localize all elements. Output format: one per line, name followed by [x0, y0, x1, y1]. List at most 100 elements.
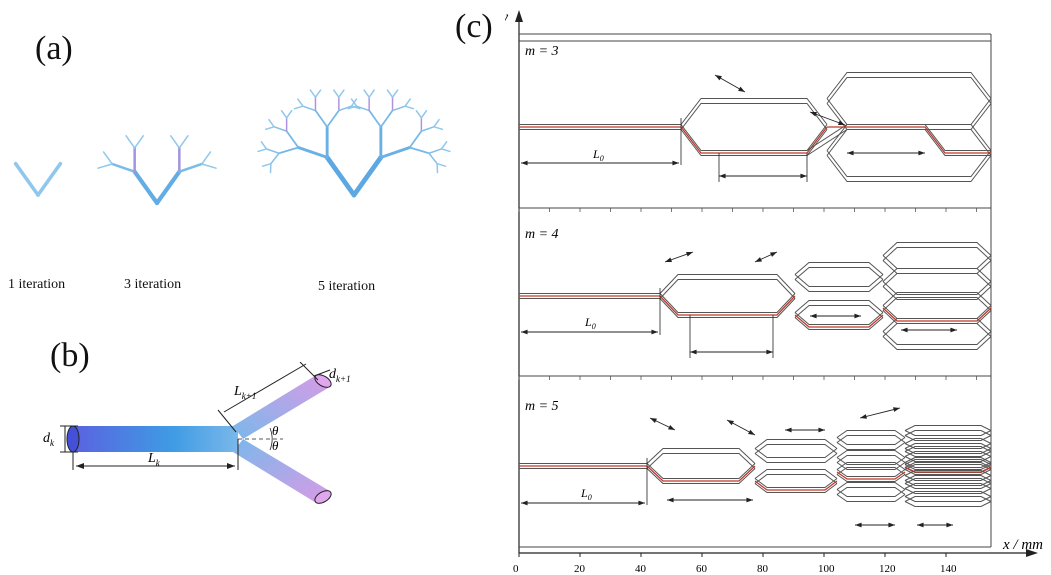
tree-branch	[169, 135, 181, 149]
tree-branch	[132, 169, 160, 206]
m5-label: m = 5	[525, 399, 559, 414]
tree-branch	[326, 109, 340, 128]
tube-end	[66, 425, 80, 453]
tree-1	[13, 161, 63, 268]
tree-branch	[404, 105, 415, 110]
upper-branch-end	[314, 374, 332, 388]
tree-branch	[302, 105, 317, 112]
tree-branch	[436, 162, 447, 167]
layout-m4: L0	[519, 242, 992, 358]
tree-label-1: 1 iteration	[8, 277, 66, 292]
tree-branch	[391, 105, 406, 112]
branch-unit-diagram: dk Lk Lk+1 dk+1 θ θ	[43, 362, 351, 504]
tree-branch	[154, 169, 182, 206]
layout-m5: L0	[519, 407, 992, 528]
theta-lower: θ	[272, 438, 279, 453]
tree-branch	[178, 162, 204, 173]
tree-branch	[309, 89, 317, 98]
tree-branch	[297, 98, 304, 107]
tree-branch	[268, 118, 275, 128]
tree-branch	[110, 162, 136, 173]
tree-branch	[440, 141, 448, 150]
lower-branch-end	[314, 490, 332, 504]
tree-branch	[293, 105, 304, 110]
tree-branch	[257, 148, 268, 153]
tree-branch	[201, 163, 217, 169]
tree-branch	[391, 89, 399, 98]
tree-branch	[13, 161, 40, 197]
L0-label: L0	[584, 315, 596, 331]
tree-branch	[408, 146, 430, 155]
dk1-label: dk+1	[329, 367, 351, 384]
tree-branch	[314, 89, 322, 98]
tree-branch	[280, 109, 288, 119]
x-tick-label: 140	[940, 563, 957, 575]
x-tick-label: 100	[818, 563, 835, 575]
tree-branch	[260, 141, 268, 150]
x-tick-label: 0	[513, 563, 519, 575]
lk1-label: Lk+1	[233, 384, 256, 401]
tree-3	[97, 135, 217, 269]
tree-branch	[273, 126, 288, 132]
tree-branch	[178, 135, 189, 149]
tree-branch	[428, 152, 438, 165]
panel-label-b: (b)	[50, 337, 90, 374]
lower-branch	[233, 439, 328, 504]
tree-branch	[102, 151, 113, 165]
tree-branch	[285, 109, 293, 119]
tree-label-5: 5 iteration	[318, 279, 376, 294]
tree-branch	[404, 98, 411, 107]
m3-label: m = 3	[525, 44, 559, 59]
tree-branch	[278, 146, 300, 155]
tree-label-3: 3 iteration	[124, 277, 182, 292]
tree-branch	[420, 109, 428, 119]
tree-branch	[368, 89, 375, 98]
tree-branch	[379, 146, 412, 159]
tree-branch	[440, 148, 451, 153]
tree-branch	[408, 130, 423, 149]
tree-branch	[285, 130, 300, 149]
dk-label: dk	[43, 431, 55, 448]
tree-branch	[97, 163, 113, 169]
tree-branch	[350, 98, 358, 107]
layout-m3: L0	[519, 72, 992, 182]
tree-branch	[379, 109, 394, 128]
tree-branch	[333, 89, 340, 98]
tree-branch	[433, 126, 444, 131]
tree-branch	[261, 162, 272, 167]
tree-branch	[125, 135, 136, 149]
tree-branch	[314, 109, 329, 128]
panel-label-c: (c)	[455, 8, 493, 45]
tree-branch	[270, 152, 280, 165]
tree-branch	[201, 151, 212, 165]
tree-branch	[433, 118, 440, 128]
x-tick-label: 40	[635, 563, 647, 575]
x-tick-label: 80	[757, 563, 769, 575]
tree-branch	[264, 126, 275, 131]
x-tick-label: 20	[574, 563, 586, 575]
main-tube	[73, 426, 238, 452]
tree-branch	[386, 89, 394, 98]
tree-branch	[347, 105, 358, 110]
L0-label: L0	[580, 486, 592, 502]
lk-label: Lk	[147, 451, 161, 468]
panel-label-a: (a)	[35, 30, 73, 67]
tree-branch	[355, 105, 370, 112]
tree-branch	[420, 126, 435, 132]
x-axis-label: x / mm	[1002, 537, 1043, 553]
tree-branch	[265, 148, 280, 154]
tree-branch	[324, 154, 357, 198]
tree-5	[257, 89, 451, 269]
x-tick-label: 60	[696, 563, 708, 575]
tree-branch	[338, 89, 345, 98]
tree-branch	[351, 154, 384, 198]
tree-branch	[428, 148, 443, 154]
tree-branch	[368, 109, 382, 128]
upper-branch	[233, 374, 328, 439]
theta-upper: θ	[272, 423, 279, 438]
tree-branch	[296, 146, 329, 159]
fractal-trees	[13, 89, 451, 269]
L0-label: L0	[592, 147, 604, 163]
